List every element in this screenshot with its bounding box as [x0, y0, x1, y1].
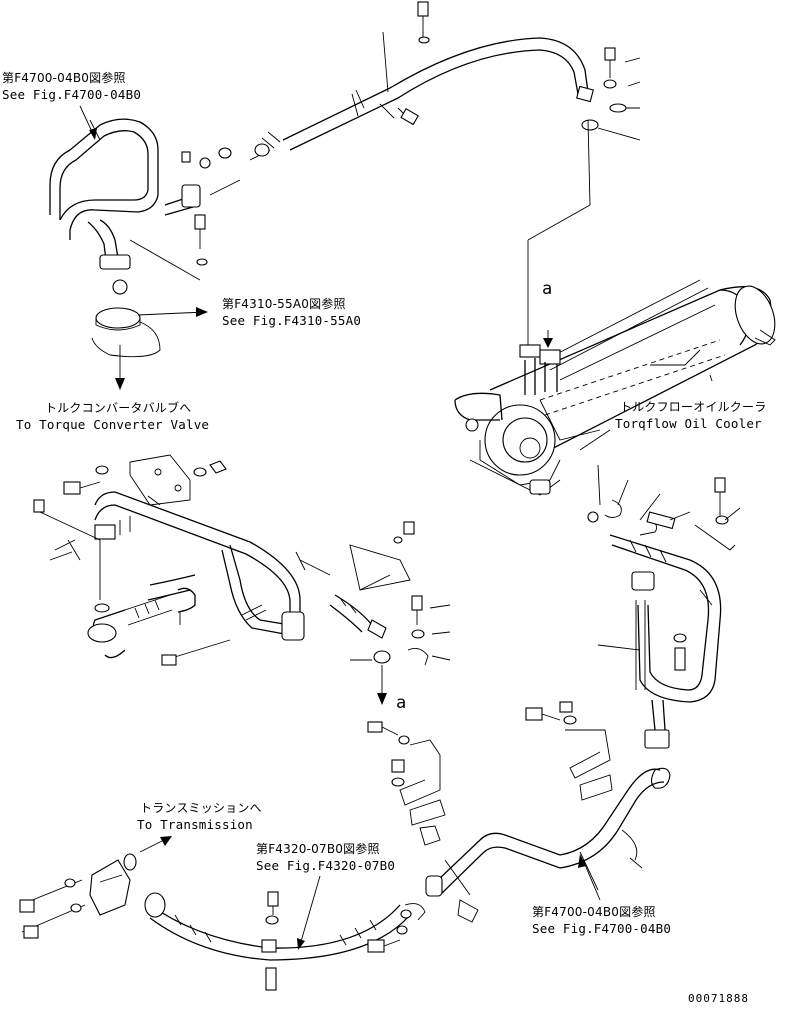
- middle-right-bolts: [350, 595, 451, 705]
- drawing-number: 00071888: [688, 992, 749, 1005]
- ref-f4320-en: See Fig.F4320-07B0: [256, 858, 396, 873]
- torque-valve-en: To Torque Converter Valve: [16, 417, 210, 432]
- transmission-jp: トランスミッションへ: [140, 801, 262, 815]
- ref-f4700-bot-en: See Fig.F4700-04B0: [532, 921, 672, 936]
- torque-valve-fitting: [91, 279, 208, 390]
- middle-brackets: [63, 454, 415, 639]
- ref-f4320-jp: 第F4320-07B0図参照: [256, 842, 380, 856]
- marker-a-top: a: [542, 279, 553, 299]
- ref-f4700-top-jp: 第F4700-04B0図参照: [2, 71, 126, 85]
- torque-valve-jp: トルクコンバータバルブへ: [45, 401, 192, 415]
- right-fittings: [604, 477, 741, 551]
- ref-f4700-top-en: See Fig.F4700-04B0: [2, 87, 142, 102]
- bottom-left-hose: [19, 836, 426, 991]
- ref-f4310-jp: 第F4310-55A0図参照: [222, 297, 346, 311]
- ref-f4310-en: See Fig.F4310-55A0: [222, 313, 362, 328]
- top-hose-assembly: [261, 31, 594, 151]
- oil-cooler: [454, 119, 776, 523]
- bottom-leaders: [297, 854, 601, 950]
- top-bolts: [379, 1, 641, 141]
- right-loop-hose: [597, 534, 722, 789]
- bottom-pipe: [425, 768, 665, 923]
- upper-left-pipe: [49, 118, 271, 281]
- transmission-en: To Transmission: [137, 817, 253, 832]
- middle-pipe: [33, 491, 331, 666]
- leader-f4700-top: [79, 105, 97, 140]
- cooler-en: Torqflow Oil Cooler: [615, 416, 762, 431]
- leader-cooler: [579, 349, 701, 451]
- lower-center-brackets: [367, 701, 613, 846]
- cooler-jp: トルクフローオイルクーラ: [620, 400, 767, 414]
- marker-a-mid: a: [396, 693, 407, 713]
- ref-f4700-bot-jp: 第F4700-04B0図参照: [532, 905, 656, 919]
